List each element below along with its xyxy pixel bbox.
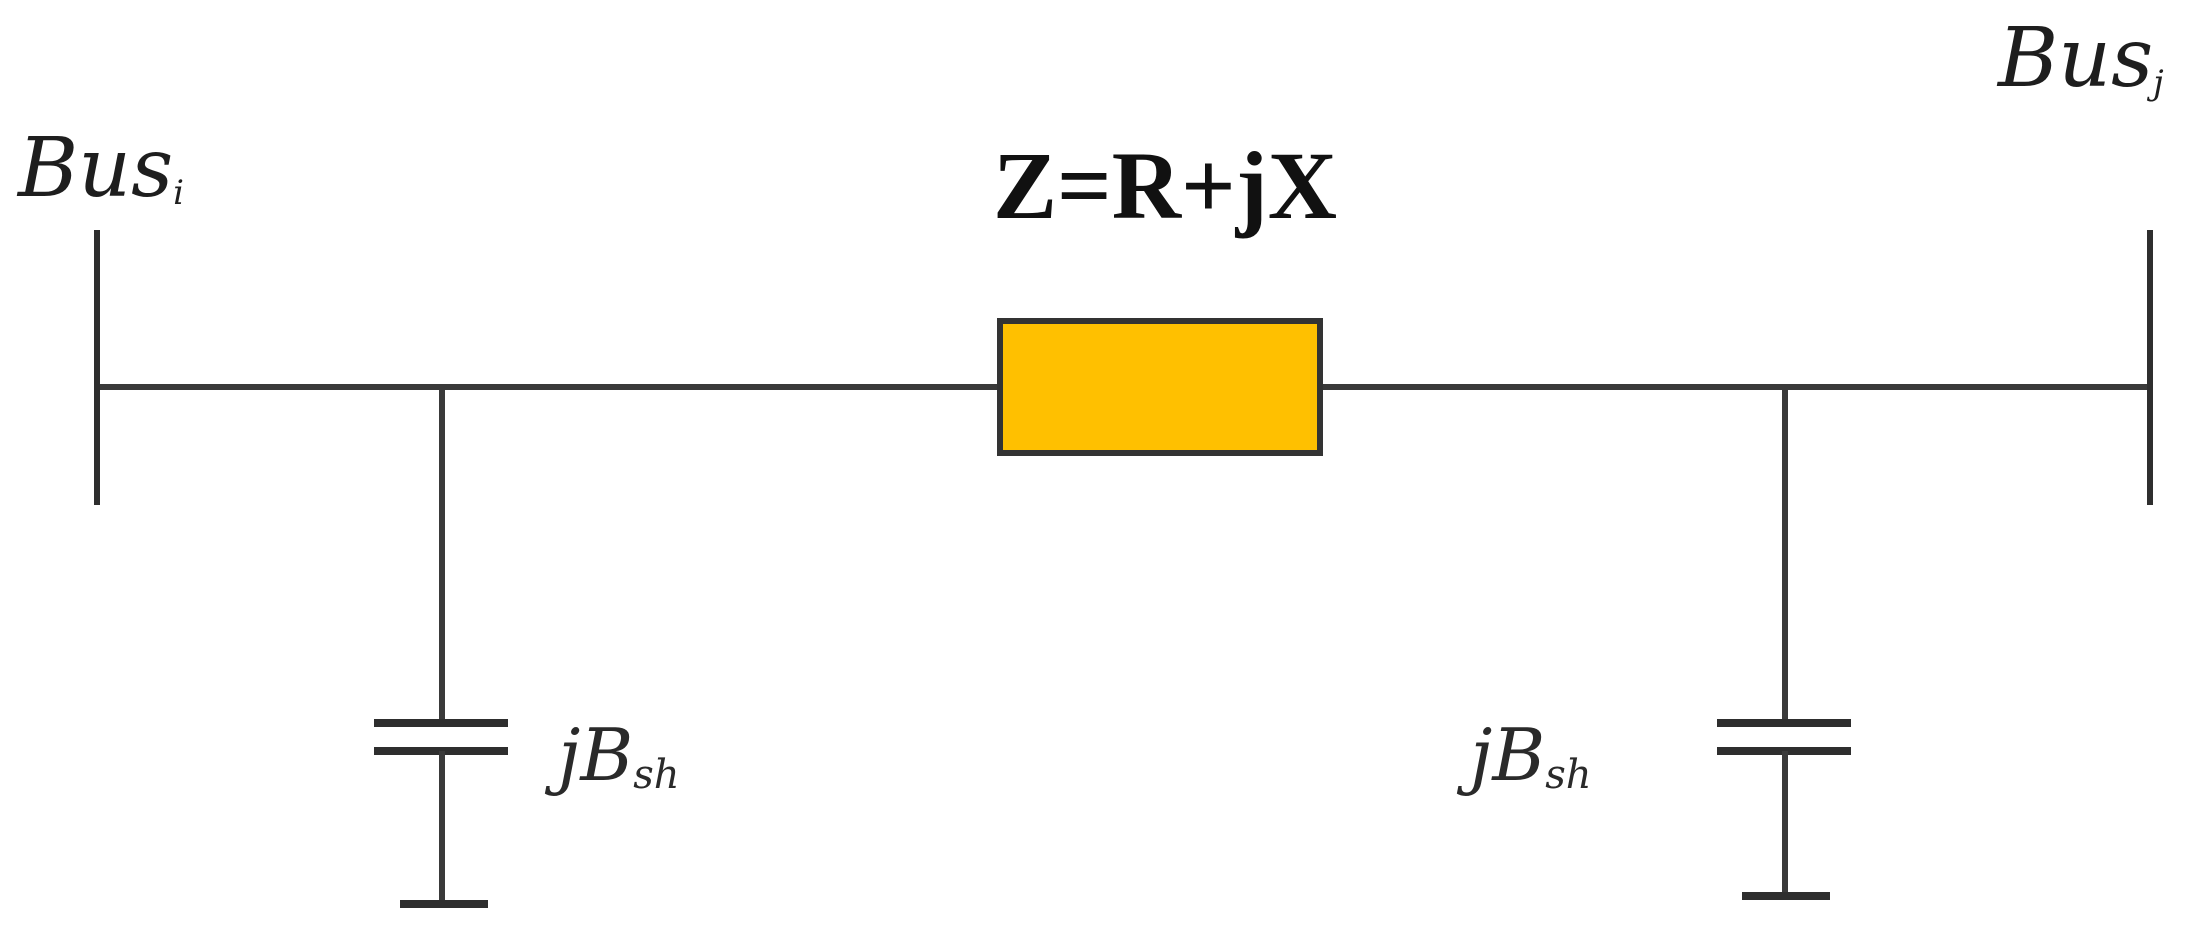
right-shunt-capacitor xyxy=(1717,387,1851,900)
left-shunt-label-subscript: sh xyxy=(633,752,679,798)
right-shunt-label-subscript: sh xyxy=(1545,752,1591,798)
bus-j-label-base: Bus xyxy=(1996,11,2153,106)
impedance-box xyxy=(997,318,1323,456)
left-shunt-label-base: jB xyxy=(544,713,633,797)
right-shunt-label-base: jB xyxy=(1456,713,1545,797)
left-shunt-capacitor xyxy=(374,387,508,908)
right-shunt-label: jBsh xyxy=(1456,713,1592,798)
bus-j-label: Busj xyxy=(1996,11,2164,106)
bus-i-label: Busi xyxy=(16,121,184,216)
bus-i-label-base: Bus xyxy=(16,121,173,216)
bus-i-label-subscript: i xyxy=(173,173,184,213)
left-shunt-label: jBsh xyxy=(544,713,680,798)
impedance-label: Z=R+jX xyxy=(993,132,1337,239)
